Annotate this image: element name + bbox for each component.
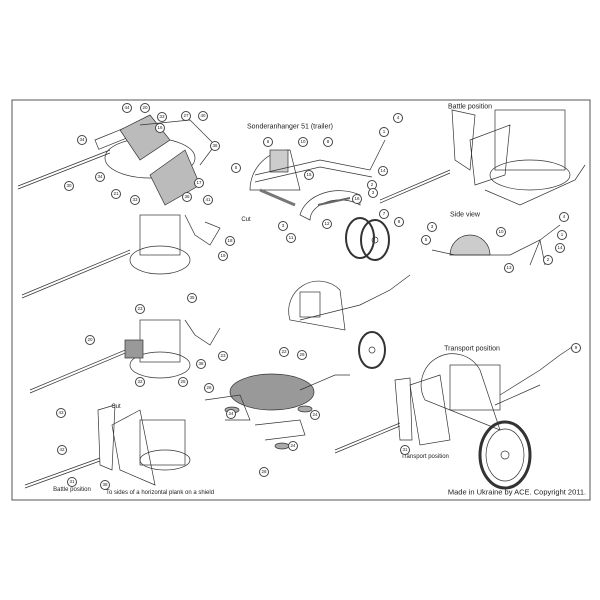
part-number-callout: 22	[279, 347, 289, 357]
gun-assembly-3	[29, 319, 221, 394]
part-number-callout: 43	[56, 408, 66, 418]
part-number-callout: 7	[379, 209, 389, 219]
cut-label-shield: Cut	[111, 404, 121, 410]
part-number-callout: 17	[194, 178, 204, 188]
part-number-callout: 2	[543, 255, 553, 265]
part-number-callout: 3	[278, 221, 288, 231]
part-number-callout: 11	[286, 233, 296, 243]
part-number-callout: 12	[322, 219, 332, 229]
part-number-callout: 10	[496, 227, 506, 237]
part-number-callout: 6	[263, 137, 273, 147]
part-number-callout: 9	[571, 343, 581, 353]
part-number-callout: 38	[100, 480, 110, 490]
transport-position-title: Transport position	[444, 345, 500, 353]
part-number-callout: 33	[130, 195, 140, 205]
part-number-callout: 31	[67, 477, 77, 487]
part-number-callout: 8	[323, 137, 333, 147]
part-number-callout: 25	[178, 377, 188, 387]
part-number-callout: 29	[297, 350, 307, 360]
part-number-callout: 23	[218, 351, 228, 361]
part-number-callout: 1	[379, 127, 389, 137]
part-number-callout: 26	[204, 383, 214, 393]
part-number-callout: 34	[95, 172, 105, 182]
part-number-callout: 34	[77, 135, 87, 145]
part-number-callout: 24	[310, 410, 320, 420]
part-number-callout: 27	[181, 111, 191, 121]
part-number-callout: 23	[135, 304, 145, 314]
part-number-callout: 4	[559, 212, 569, 222]
part-number-callout: 14	[555, 243, 565, 253]
part-number-callout: 8	[394, 217, 404, 227]
trailer-middle-assembly	[288, 274, 411, 369]
part-number-callout: 36	[210, 141, 220, 151]
part-number-callout: 41	[203, 195, 213, 205]
turntable-base	[204, 373, 350, 450]
part-number-callout: 3	[368, 188, 378, 198]
battle-position-assembly	[379, 109, 586, 206]
gun-assembly-4-shield	[24, 404, 191, 489]
shield-note: To sides of a horizontal plank on a shie…	[105, 490, 215, 496]
part-number-callout: 40	[198, 111, 208, 121]
part-number-callout: 33	[157, 112, 167, 122]
cut-label-trailer: Cut	[241, 217, 251, 223]
transport-position-assembly	[334, 344, 576, 490]
part-number-callout: 35	[187, 293, 197, 303]
part-number-callout: 4	[393, 113, 403, 123]
part-number-callout: 3	[427, 222, 437, 232]
side-view-title: Side view	[450, 211, 480, 219]
part-number-callout: 15	[304, 170, 314, 180]
part-number-callout: 10	[298, 137, 308, 147]
part-number-callout: 16	[155, 123, 165, 133]
part-number-callout: 5	[231, 163, 241, 173]
part-number-callout: 20	[140, 103, 150, 113]
part-number-callout: 28	[259, 467, 269, 477]
part-number-callout: 14	[378, 166, 388, 176]
part-number-callout: 19	[218, 251, 228, 261]
part-number-callout: 42	[57, 445, 67, 455]
battle-position-note: Battle position	[53, 487, 91, 493]
part-number-callout: 13	[504, 263, 514, 273]
part-number-callout: 16	[352, 194, 362, 204]
part-number-callout: 32	[135, 377, 145, 387]
part-number-callout: 24	[226, 409, 236, 419]
part-number-callout: 5	[421, 235, 431, 245]
part-number-callout: 38	[196, 359, 206, 369]
part-number-callout: 21	[111, 189, 121, 199]
part-number-callout: 20	[85, 335, 95, 345]
trailer-assembly	[249, 139, 390, 261]
side-view-drawing	[431, 224, 561, 266]
transport-position-note: Transport position	[401, 454, 449, 460]
part-number-callout: 24	[288, 441, 298, 451]
part-number-callout: 36	[182, 192, 192, 202]
part-number-callout: 30	[64, 181, 74, 191]
part-number-callout: 31	[400, 445, 410, 455]
part-number-callout: 18	[225, 236, 235, 246]
battle-position-title: Battle position	[448, 103, 492, 111]
part-number-callout: 44	[122, 103, 132, 113]
part-number-callout: 1	[557, 230, 567, 240]
gun-assembly-2	[21, 214, 221, 299]
trailer-title: Sonderanhanger 51 (trailer)	[247, 123, 333, 131]
sheet-frame	[11, 99, 591, 501]
copyright-text: Made in Ukraine by ACE. Copyright 2011.	[447, 487, 587, 497]
